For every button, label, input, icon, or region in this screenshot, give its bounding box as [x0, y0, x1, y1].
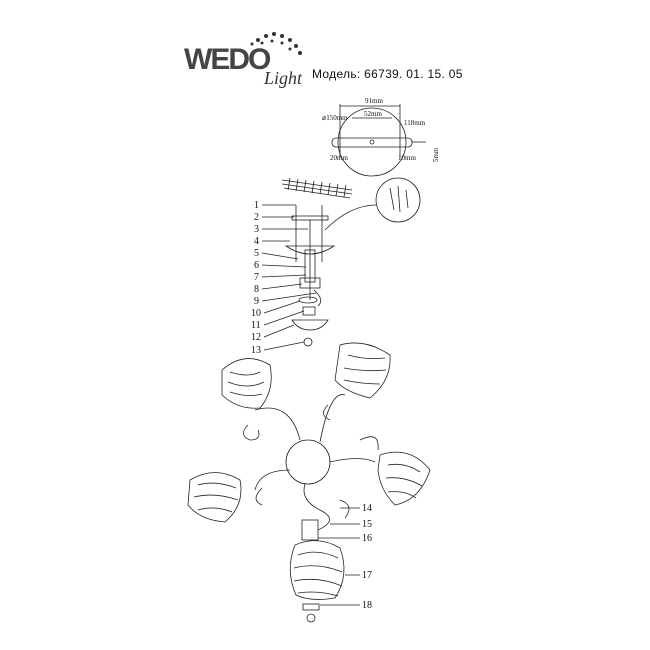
- mounting-plate-detail: 91mm 52mm ⌀150mm 118mm 20mm 10mm 5mm: [322, 97, 440, 177]
- part-label-6: 6: [254, 260, 259, 271]
- brand-logo-sub: Light: [264, 68, 303, 88]
- leader-lines-lower: [318, 507, 360, 606]
- part-label-14: 14: [362, 503, 372, 514]
- dim-118: 118mm: [404, 119, 426, 127]
- model-label: Модель: 66739. 01. 15. 05: [312, 67, 463, 81]
- dim-52: 52mm: [364, 110, 382, 118]
- ceiling-hatch: [281, 177, 353, 199]
- part-label-13: 13: [251, 345, 261, 356]
- part-label-7: 7: [254, 272, 259, 283]
- brand-logo: WEDO: [184, 43, 271, 76]
- part-label-9: 9: [254, 296, 259, 307]
- part-label-1: 1: [254, 200, 259, 211]
- part-label-3: 3: [254, 224, 259, 235]
- part-label-5: 5: [254, 248, 259, 259]
- dim-diameter: ⌀150mm: [322, 114, 348, 122]
- part-label-4: 4: [254, 236, 259, 247]
- part-label-11: 11: [251, 320, 261, 331]
- dim-20: 20mm: [330, 154, 348, 162]
- part-label-8: 8: [254, 284, 259, 295]
- leader-lines-upper: [261, 204, 317, 351]
- part-label-15: 15: [362, 519, 372, 530]
- wiring-callout: [324, 177, 421, 231]
- dim-5: 5mm: [432, 147, 440, 162]
- part-label-16: 16: [362, 533, 372, 544]
- part-labels-upper: 1 2 3 4 5 6 7 8 9 10 11 12 13: [251, 200, 261, 356]
- dim-91: 91mm: [365, 97, 383, 105]
- dim-10: 10mm: [398, 154, 416, 162]
- part-labels-lower: 14 15 16 17 18: [362, 503, 372, 611]
- part-label-12: 12: [251, 332, 261, 343]
- logo-swirl: [250, 32, 302, 55]
- part-label-2: 2: [254, 212, 259, 223]
- part-label-18: 18: [362, 600, 372, 611]
- model-prefix: Модель:: [312, 67, 361, 81]
- part-label-17: 17: [362, 570, 372, 581]
- chandelier: [187, 342, 431, 623]
- part-label-10: 10: [251, 308, 261, 319]
- model-number: 66739. 01. 15. 05: [364, 67, 463, 81]
